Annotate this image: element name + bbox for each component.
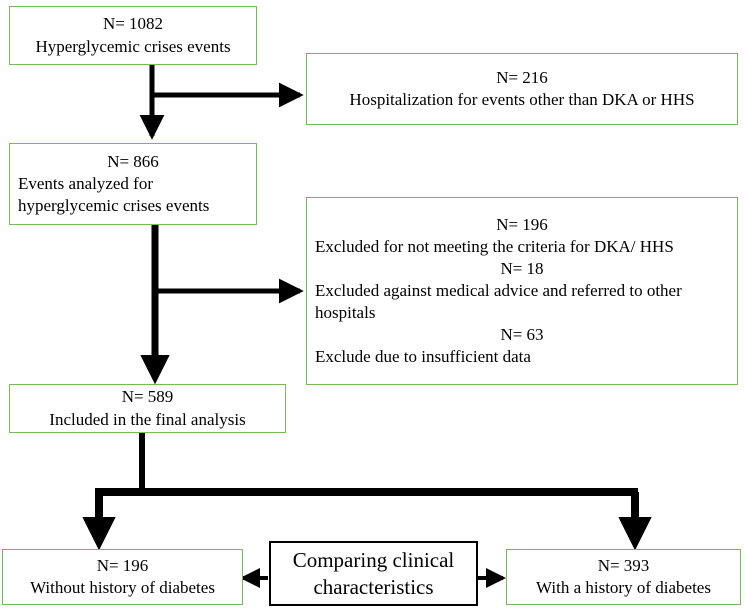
excluded-reason-1-count: N= 196 — [496, 214, 548, 234]
without-history-count: N= 196 — [96, 555, 149, 575]
excluded-reason-2-description-line1: Excluded against medical advice and refe… — [315, 280, 682, 300]
node-excluded-other-hospitalization: N= 216 Hospitalization for events other … — [306, 53, 738, 125]
final-analysis-description: Included in the final analysis — [49, 409, 246, 429]
analyzed-events-count: N= 866 — [107, 151, 159, 171]
total-events-description: Hyperglycemic crises events — [35, 36, 231, 56]
comparison-line1: Comparing clinical — [292, 547, 455, 572]
node-with-history-of-diabetes: N= 393 With a history of diabetes — [506, 549, 741, 605]
node-comparing-clinical-characteristics: Comparing clinical characteristics — [269, 541, 478, 606]
excluded-reason-3-description: Exclude due to insufficient data — [315, 347, 531, 367]
excluded-reason-3-count: N= 63 — [500, 325, 544, 345]
without-history-description: Without history of diabetes — [30, 578, 215, 597]
with-history-count: N= 393 — [597, 555, 650, 575]
excluded-other-description: Hospitalization for events other than DK… — [349, 90, 695, 109]
node-excluded-reasons: N= 196 Excluded for not meeting the crit… — [306, 197, 738, 385]
excluded-reason-2-count: N= 18 — [500, 258, 544, 278]
excluded-reason-2-description-line2: hospitals — [315, 303, 376, 323]
excluded-other-count: N= 216 — [496, 67, 548, 87]
analyzed-events-description-line2: hyperglycemic crises events — [18, 196, 210, 216]
comparison-line2: characteristics — [313, 574, 434, 599]
with-history-description: With a history of diabetes — [536, 578, 711, 597]
total-events-count: N= 1082 — [102, 14, 164, 34]
node-without-history-of-diabetes: N= 196 Without history of diabetes — [2, 549, 243, 605]
final-analysis-count: N= 589 — [121, 387, 174, 407]
excluded-reason-1-description: Excluded for not meeting the criteria fo… — [315, 236, 674, 256]
node-included-final-analysis: N= 589 Included in the final analysis — [9, 384, 286, 433]
node-events-analyzed: N= 866 Events analyzed for hyperglycemic… — [9, 143, 257, 225]
node-total-hyperglycemic-crises-events: N= 1082 Hyperglycemic crises events — [9, 6, 257, 65]
analyzed-events-description-line1: Events analyzed for — [18, 173, 153, 193]
